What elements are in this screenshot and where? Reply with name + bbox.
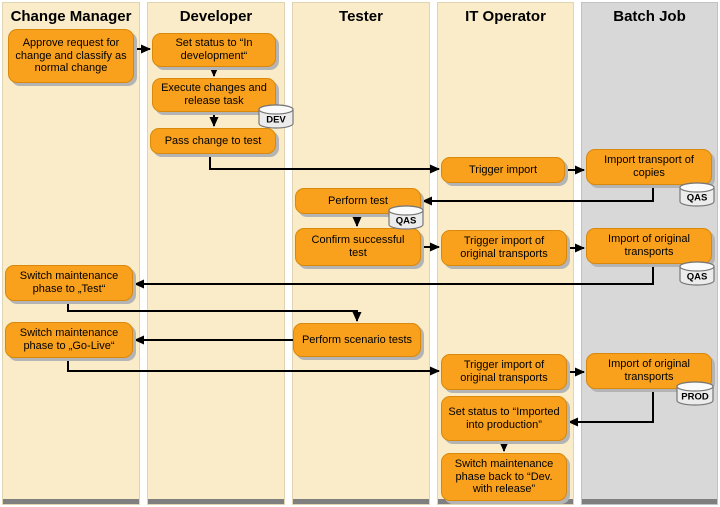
qas-database-label-3: QAS [687, 272, 708, 283]
task-switch-phase-golive: Switch maintenance phase to „Go-Live“ [5, 322, 133, 358]
task-trigger-import-original-2: Trigger import of original transports [441, 354, 567, 390]
task-set-status-imported-production: Set status to “Imported into production” [441, 396, 567, 441]
task-import-transport-of-copies: Import transport of copies [586, 149, 712, 185]
task-set-status-in-development: Set status to “In development“ [152, 33, 276, 67]
arrow-import-copies-to-perform-test [422, 185, 654, 206]
task-approve-request: Approve request for change and classify … [8, 29, 134, 83]
task-confirm-successful-test: Confirm successful test [295, 228, 421, 266]
arrow-switch-golive-to-trigger-orig-2 [67, 358, 440, 376]
task-trigger-import-original-1: Trigger import of original transports [441, 230, 567, 266]
lane-title-tester: Tester [339, 8, 383, 25]
task-import-original-1: Import of original transports [586, 228, 712, 264]
qas-database-label-1: QAS [687, 193, 708, 204]
task-pass-change-to-test: Pass change to test [150, 128, 276, 154]
arrow-switch-test-to-scenario [67, 301, 362, 322]
task-execute-changes: Execute changes and release task [152, 78, 276, 112]
lane-title-change-manager: Change Manager [10, 8, 132, 25]
dev-database-label: DEV [266, 115, 286, 126]
task-switch-phase-back-dev: Switch maintenance phase back to “Dev. w… [441, 453, 567, 501]
task-switch-phase-test: Switch maintenance phase to „Test“ [5, 265, 133, 301]
qas-database-icon-2: QAS [388, 205, 424, 230]
arrow-import-orig-2-to-status-prod [568, 389, 654, 427]
dev-database-icon: DEV [258, 104, 294, 129]
qas-database-label-2: QAS [396, 216, 417, 227]
lane-title-it-operator: IT Operator [465, 8, 546, 25]
task-perform-scenario-tests: Perform scenario tests [293, 323, 421, 357]
lane-change-manager: Change Manager [2, 2, 140, 505]
qas-database-icon-1: QAS [679, 182, 715, 207]
task-trigger-import: Trigger import [441, 157, 565, 183]
prod-database-icon: PROD [676, 381, 714, 406]
qas-database-icon-3: QAS [679, 261, 715, 286]
arrow-pass-to-trigger-import [209, 154, 440, 174]
lane-title-developer: Developer [179, 8, 253, 25]
prod-database-label: PROD [681, 392, 709, 403]
lane-title-batch-job: Batch Job [613, 8, 686, 25]
arrow-import-orig-1-to-switch-test [134, 264, 654, 289]
